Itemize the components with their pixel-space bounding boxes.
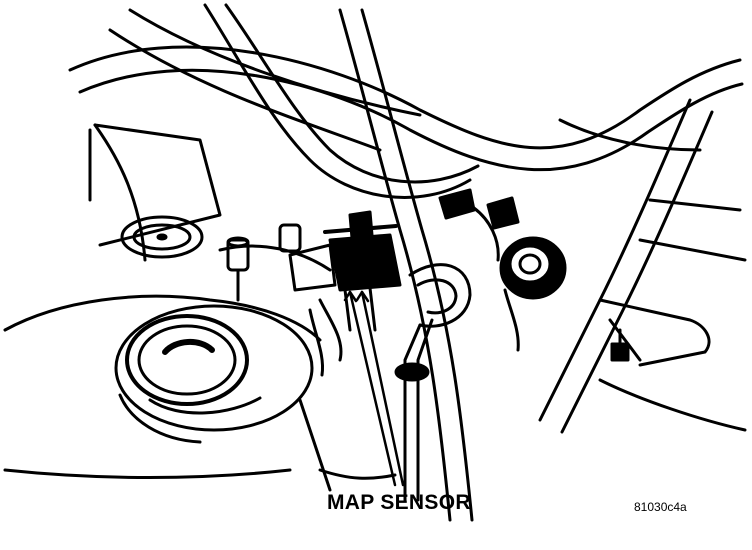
wire-connectors [438, 188, 520, 262]
power-steering-cap [114, 304, 314, 444]
left-body-panels [3, 123, 332, 479]
map-sensor-label: MAP SENSOR [327, 491, 471, 514]
round-cap [120, 215, 204, 259]
right-structure [538, 98, 747, 434]
mounting-bolt [610, 328, 630, 362]
callout-leaders [343, 290, 405, 487]
reservoir-cap [499, 236, 567, 352]
map-sensor [288, 210, 402, 332]
wiring-harness [298, 298, 397, 492]
upper-hoses [68, 3, 744, 522]
vacuum-fitting [226, 223, 302, 302]
figure-code: 81030c4a [634, 500, 687, 514]
dipstick [394, 263, 472, 502]
